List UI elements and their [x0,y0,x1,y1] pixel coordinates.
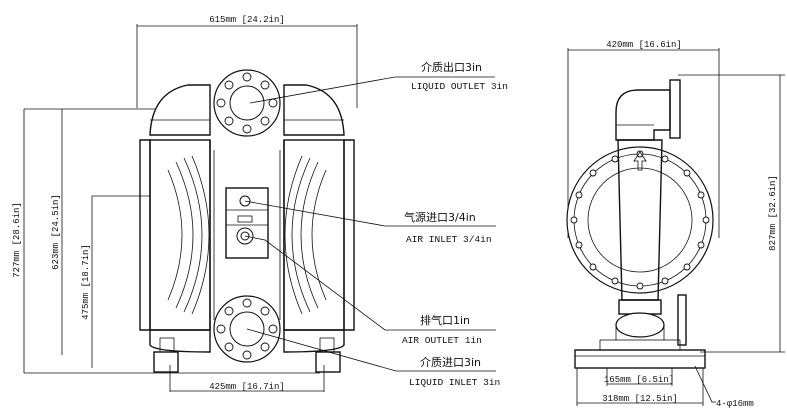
top-flange [213,69,281,137]
callout-liquid-inlet: 介质进口3in LIQUID INLET 3in [409,356,500,388]
callout-en: AIR OUTLET 1in [402,335,482,346]
dim-label: 827mm [32.6in] [768,175,778,251]
dim-front-width-bottom: 425mm [16.7in] [169,365,325,392]
side-view: 420mm [16.6in] 827mm [32.6in] [566,40,785,409]
callout-leaders [244,76,496,372]
callout-air-inlet: 气源进口3/4in AIR INLET 3/4in [404,210,492,245]
callout-cn: 介质进口3in [420,356,481,369]
callout-en: LIQUID INLET 3in [409,377,500,388]
callout-cn: 介质出口3in [421,60,482,74]
callout-en: AIR INLET 3/4in [406,234,492,245]
callout-cn: 排气口1in [420,313,470,327]
dim-label: 623mm [24.5in] [51,194,61,270]
callout-air-outlet: 排气口1in AIR OUTLET 1in [402,313,482,346]
side-bolt-ring [570,150,710,290]
callout-cn: 气源进口3/4in [404,210,476,224]
dim-label: 165mm [6.5in] [604,375,674,385]
dim-label: 318mm [12.5in] [602,394,678,404]
dim-label: 4-φ16mm [716,399,754,409]
dim-front-heights: 727mm [28.6in] 623mm [24.5in] 475mm [18.… [12,108,320,374]
dim-label: 420mm [16.6in] [606,40,682,50]
dim-label: 425mm [16.7in] [209,382,285,392]
side-pump-body [566,79,714,369]
front-view: 615mm [24.2in] 425mm [16.7in] 727mm [28.… [12,15,508,392]
dim-front-width-top: 615mm [24.2in] [136,15,358,108]
callout-liquid-outlet: 介质出口3in LIQUID OUTLET 3in [411,60,508,92]
dim-label: 475mm [18.7in] [81,244,91,320]
dim-label: 727mm [28.6in] [12,202,22,278]
dim-side-height: 827mm [32.6in] [678,74,785,353]
dim-side-base: 165mm [6.5in] 318mm [12.5in] 4-φ16mm [576,365,754,409]
dim-label: 615mm [24.2in] [209,15,285,25]
callout-en: LIQUID OUTLET 3in [411,81,508,92]
